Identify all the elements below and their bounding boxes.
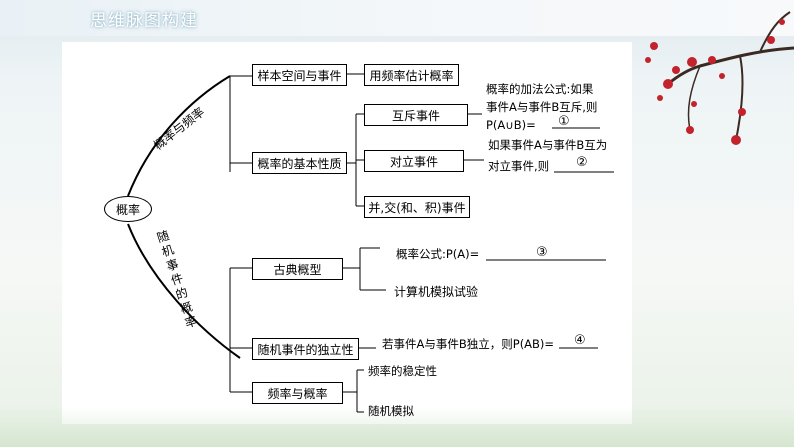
blank-3: ③ — [536, 245, 548, 260]
content-panel — [62, 42, 632, 424]
header-bar — [0, 0, 794, 36]
addition-note-line2: 事件A与事件B互斥,则 — [486, 100, 598, 114]
root-node: 概率 — [104, 196, 152, 222]
node-estimate: 用频率估计概率 — [364, 64, 459, 86]
complement-note-line1: 如果事件A与事件B互为 — [488, 138, 608, 152]
node-classical: 古典概型 — [252, 258, 343, 280]
node-random-sim: 随机模拟 — [368, 404, 414, 418]
blank-2: ② — [576, 155, 588, 170]
independence-formula: 若事件A与事件B独立，则P(AB)= — [382, 337, 555, 351]
classical-formula: 概率公式:P(A)= — [396, 247, 480, 261]
page-title: 思维脉图构建 — [90, 11, 198, 31]
node-union-intersection: 并,交(和、积)事件 — [364, 196, 470, 218]
blank-1: ① — [558, 114, 570, 129]
node-freq-stability: 频率的稳定性 — [368, 364, 437, 378]
root-label: 概率 — [115, 202, 140, 217]
node-freq-prob: 频率与概率 — [252, 382, 343, 404]
node-independence: 随机事件的独立性 — [252, 338, 359, 360]
node-computer-sim: 计算机模拟试验 — [386, 281, 486, 301]
blank-4: ④ — [574, 333, 586, 348]
node-mutually-exclusive: 互斥事件 — [364, 104, 468, 126]
node-complementary: 对立事件 — [364, 150, 464, 172]
addition-note-line3: P(A∪B)= — [486, 118, 536, 132]
addition-note-line1: 概率的加法公式:如果 — [486, 82, 594, 96]
node-basic-properties: 概率的基本性质 — [252, 152, 347, 174]
grass-decoration — [0, 407, 794, 447]
node-sample-space: 样本空间与事件 — [252, 64, 347, 86]
complement-note-line2: 对立事件,则 — [488, 159, 550, 173]
